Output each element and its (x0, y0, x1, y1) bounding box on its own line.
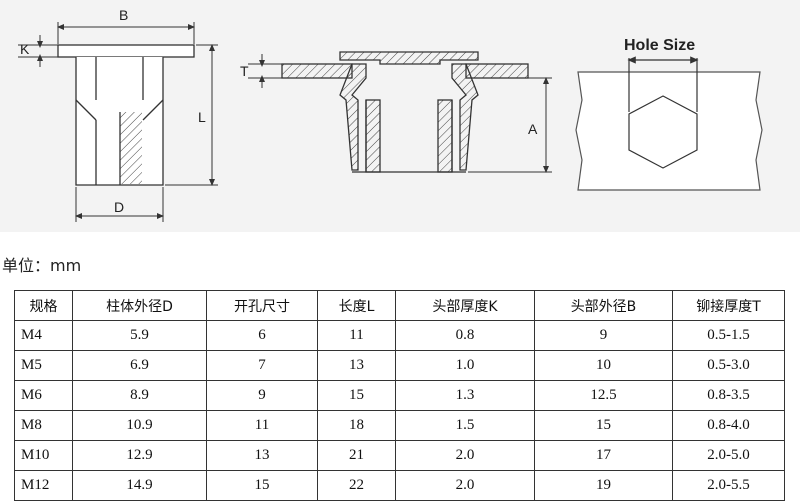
cell: 17 (534, 440, 673, 471)
dim-label-K: K (20, 41, 30, 57)
unit-label: 单位：mm (2, 256, 82, 275)
dim-L (165, 44, 218, 186)
table-row: M5 6.9 7 13 1.0 10 0.5-3.0 (14, 350, 785, 381)
cell: 13 (317, 350, 396, 381)
cell: 1.3 (395, 380, 535, 411)
cell: 10 (534, 350, 673, 381)
cell: 10.9 (72, 410, 207, 441)
cell: 7 (206, 350, 318, 381)
header-head-thickness: 头部厚度K (395, 290, 535, 321)
cell: 9 (206, 380, 318, 411)
cell: 13 (206, 440, 318, 471)
cell: 12.9 (72, 440, 207, 471)
cell: 11 (206, 410, 318, 441)
dim-label-B: B (119, 7, 128, 23)
cell: 2.0 (395, 470, 535, 501)
cell-spec: M8 (14, 410, 73, 441)
cell-spec: M5 (14, 350, 73, 381)
dim-B (57, 22, 195, 44)
cell: 0.8 (395, 320, 535, 351)
rivet-nut-side-view (57, 44, 195, 186)
technical-drawing: B K L D (0, 0, 800, 232)
cell: 15 (317, 380, 396, 411)
cell: 0.5-3.0 (672, 350, 785, 381)
hole-size-view (575, 56, 763, 191)
cell: 11 (317, 320, 396, 351)
cell-spec: M12 (14, 470, 73, 501)
hole-size-label: Hole Size (624, 37, 695, 54)
cell: 21 (317, 440, 396, 471)
cell: 0.8-3.5 (672, 380, 785, 411)
dim-label-A: A (528, 121, 538, 137)
cell: 9 (534, 320, 673, 351)
cell: 22 (317, 470, 396, 501)
header-body-diameter: 柱体外径D (72, 290, 207, 321)
table-row: M12 14.9 15 22 2.0 19 2.0-5.5 (14, 470, 785, 501)
cell: 0.8-4.0 (672, 410, 785, 441)
cell: 19 (534, 470, 673, 501)
cell-spec: M6 (14, 380, 73, 411)
header-grip-range: 铆接厚度T (672, 290, 785, 321)
table-row: M6 8.9 9 15 1.3 12.5 0.8-3.5 (14, 380, 785, 411)
dim-label-L: L (198, 109, 206, 125)
table-row: M10 12.9 13 21 2.0 17 2.0-5.0 (14, 440, 785, 471)
header-hole-size: 开孔尺寸 (206, 290, 318, 321)
cell: 6 (206, 320, 318, 351)
header-spec: 规格 (14, 290, 73, 321)
cell-spec: M10 (14, 440, 73, 471)
dim-label-D: D (114, 199, 124, 215)
table-row: M8 10.9 11 18 1.5 15 0.8-4.0 (14, 410, 785, 441)
cell: 2.0-5.5 (672, 470, 785, 501)
header-length: 长度L (317, 290, 396, 321)
spec-table: 规格 柱体外径D 开孔尺寸 长度L 头部厚度K 头部外径B 铆接厚度T M4 5… (14, 290, 785, 501)
cell: 18 (317, 410, 396, 441)
cell: 6.9 (72, 350, 207, 381)
dim-A (468, 77, 552, 173)
cell: 2.0-5.0 (672, 440, 785, 471)
cell: 12.5 (534, 380, 673, 411)
installed-section-view (281, 51, 529, 173)
table-row: M4 5.9 6 11 0.8 9 0.5-1.5 (14, 320, 785, 351)
cell: 1.5 (395, 410, 535, 441)
cell: 8.9 (72, 380, 207, 411)
dim-label-T: T (240, 63, 249, 79)
cell: 14.9 (72, 470, 207, 501)
header-head-diameter: 头部外径B (534, 290, 673, 321)
dim-T (248, 54, 282, 88)
dim-D (75, 187, 164, 222)
cell: 0.5-1.5 (672, 320, 785, 351)
table-header-row: 规格 柱体外径D 开孔尺寸 长度L 头部厚度K 头部外径B 铆接厚度T (14, 290, 785, 321)
cell: 5.9 (72, 320, 207, 351)
cell: 15 (534, 410, 673, 441)
cell: 15 (206, 470, 318, 501)
cell: 1.0 (395, 350, 535, 381)
cell-spec: M4 (14, 320, 73, 351)
dim-K (18, 35, 58, 67)
cell: 2.0 (395, 440, 535, 471)
